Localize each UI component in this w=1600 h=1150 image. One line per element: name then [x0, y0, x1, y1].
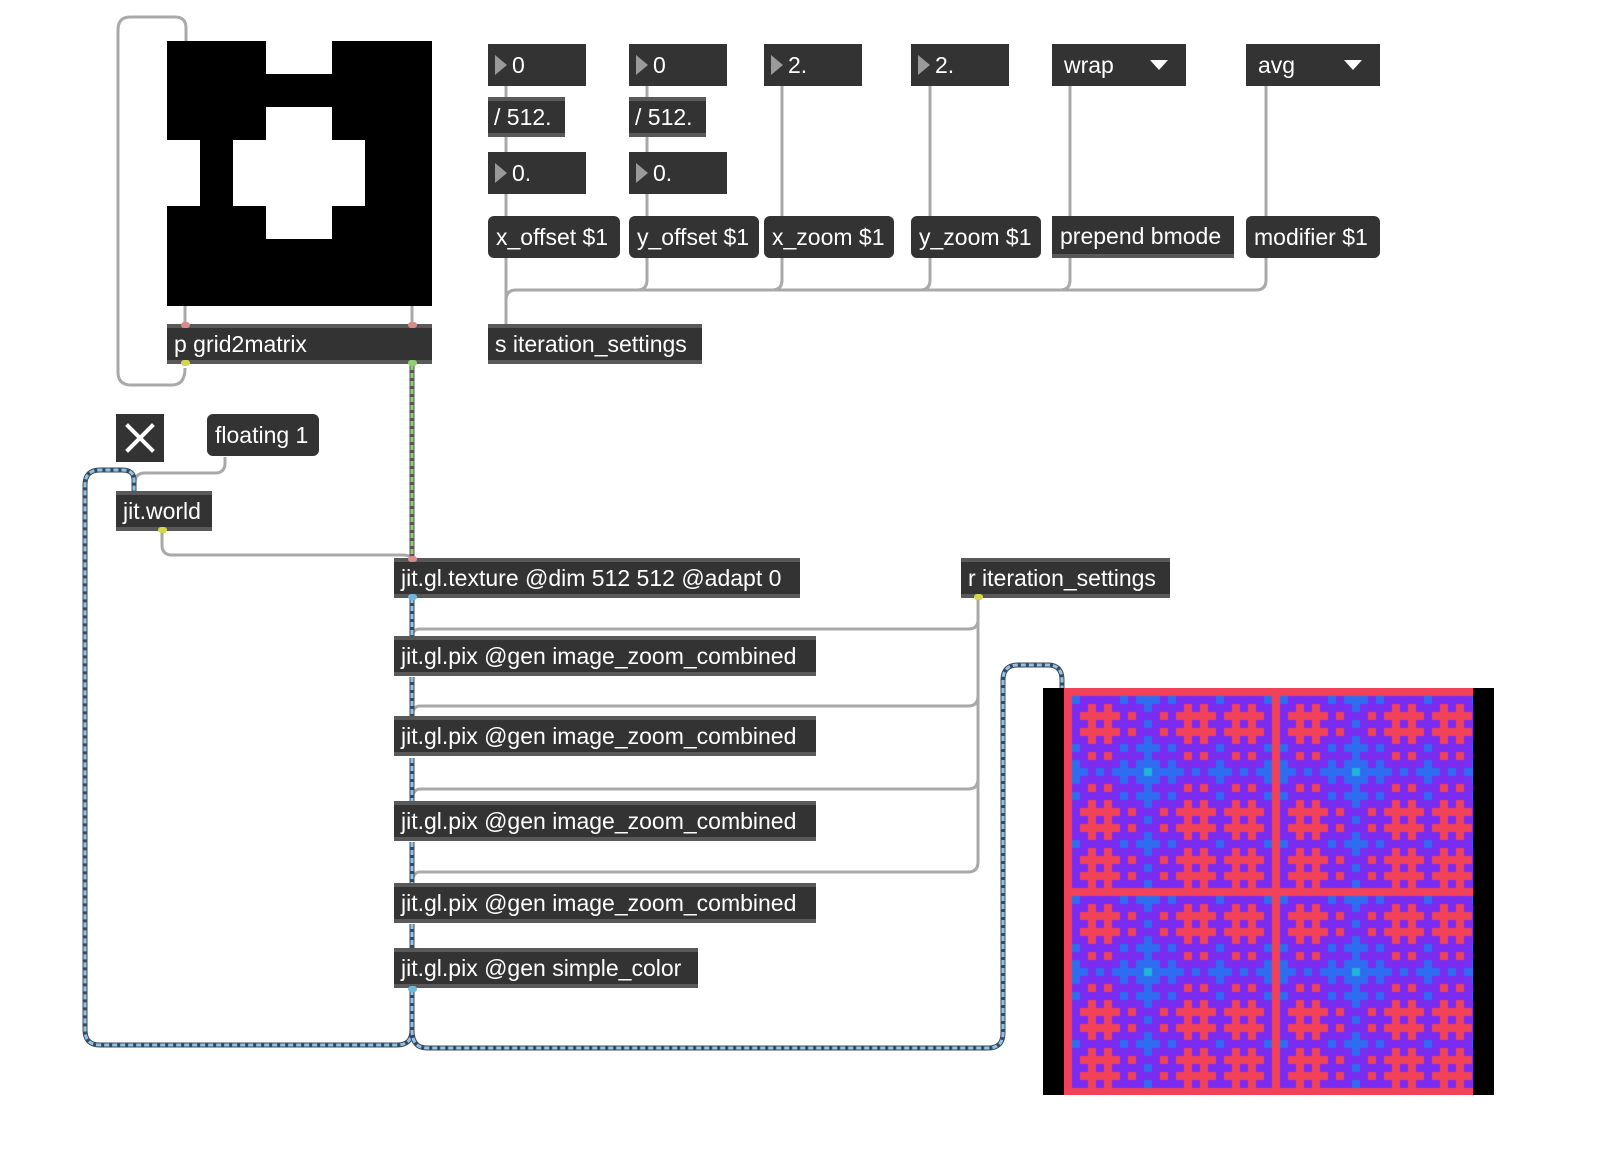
y-offset-number-out[interactable]: 0. [629, 152, 727, 194]
grid-cell [266, 41, 332, 74]
cord-floating-world [133, 457, 227, 493]
number-value: 0. [512, 160, 532, 186]
object-label: / 512. [635, 104, 693, 130]
modifier-menu[interactable]: avg [1246, 44, 1380, 86]
triangle-right-icon [495, 163, 507, 183]
number-value: 0 [653, 52, 666, 78]
receive-iteration-settings[interactable]: r iteration_settings [961, 558, 1170, 598]
x-zoom-number[interactable]: 2. [764, 44, 862, 86]
outlet[interactable] [408, 986, 417, 992]
y-zoom-number[interactable]: 2. [911, 44, 1009, 86]
object-label: s iteration_settings [495, 331, 687, 357]
close-toggle[interactable] [116, 414, 164, 462]
jit-world-object[interactable]: jit.world [116, 491, 212, 531]
menu-value: avg [1258, 52, 1296, 78]
y-offset-number-in[interactable]: 0 [629, 44, 727, 86]
object-label: jit.gl.pix @gen image_zoom_combined [401, 890, 797, 916]
cord-receive-pix1 [410, 598, 980, 639]
triangle-right-icon [771, 55, 783, 75]
modifier-message[interactable]: modifier $1 [1246, 216, 1380, 258]
outlet[interactable] [408, 594, 417, 600]
inlet[interactable] [181, 322, 190, 328]
y-offset-message[interactable]: y_offset $1 [629, 216, 759, 258]
object-label: jit.gl.pix @gen simple_color [401, 955, 682, 981]
number-value: 2. [788, 52, 808, 78]
triangle-right-icon [636, 55, 648, 75]
outlet[interactable] [974, 594, 983, 600]
triangle-right-icon [636, 163, 648, 183]
jit-gl-pix-simple-color[interactable]: jit.gl.pix @gen simple_color [394, 948, 698, 988]
chevron-down-icon [1344, 60, 1362, 70]
object-label: jit.gl.texture @dim 512 512 @adapt 0 [401, 565, 782, 591]
number-value: 2. [935, 52, 955, 78]
outlet[interactable] [158, 527, 167, 533]
cord-world-texture [160, 533, 414, 561]
floating-message[interactable]: floating 1 [207, 414, 319, 456]
x-offset-message[interactable]: x_offset $1 [488, 216, 620, 258]
grid2matrix-label: p grid2matrix [174, 331, 307, 357]
object-label: jit.gl.pix @gen image_zoom_combined [401, 643, 797, 669]
fractal-output-image [1064, 688, 1473, 1095]
number-value: 0 [512, 52, 525, 78]
cord-msgs-to-send [504, 258, 1268, 327]
triangle-right-icon [495, 55, 507, 75]
object-label: / 512. [494, 104, 552, 130]
triangle-right-icon [918, 55, 930, 75]
grid-matrix-display[interactable] [167, 41, 432, 306]
close-x-icon [125, 423, 155, 453]
object-label: r iteration_settings [968, 565, 1156, 591]
object-label: jit.gl.pix @gen image_zoom_combined [401, 723, 797, 749]
y-zoom-message[interactable]: y_zoom $1 [911, 216, 1041, 258]
divide-x-object[interactable]: / 512. [488, 97, 565, 137]
bmode-menu[interactable]: wrap [1052, 44, 1186, 86]
jit-gl-texture-object[interactable]: jit.gl.texture @dim 512 512 @adapt 0 [394, 558, 800, 598]
outlet[interactable] [408, 360, 417, 366]
send-iteration-settings[interactable]: s iteration_settings [488, 324, 702, 364]
jit-gl-pix-zoom-1[interactable]: jit.gl.pix @gen image_zoom_combined [394, 636, 816, 676]
inlet[interactable] [408, 556, 417, 562]
outlet[interactable] [181, 360, 190, 366]
jit-pwindow-render-view[interactable] [1043, 688, 1494, 1095]
grid-cell [167, 140, 200, 206]
object-label: jit.world [123, 498, 201, 524]
grid2matrix-subpatch[interactable]: p grid2matrix [167, 324, 432, 364]
grid-cell [233, 140, 365, 206]
inlet[interactable] [408, 322, 417, 328]
jit-gl-pix-zoom-4[interactable]: jit.gl.pix @gen image_zoom_combined [394, 883, 816, 923]
jit-gl-pix-zoom-2[interactable]: jit.gl.pix @gen image_zoom_combined [394, 716, 816, 756]
menu-value: wrap [1064, 52, 1114, 78]
x-offset-number-in[interactable]: 0 [488, 44, 586, 86]
prepend-bmode-object[interactable]: prepend bmode [1052, 216, 1234, 258]
chevron-down-icon [1150, 60, 1168, 70]
x-zoom-message[interactable]: x_zoom $1 [764, 216, 894, 258]
number-value: 0. [653, 160, 673, 186]
object-label: jit.gl.pix @gen image_zoom_combined [401, 808, 797, 834]
jit-gl-pix-zoom-3[interactable]: jit.gl.pix @gen image_zoom_combined [394, 801, 816, 841]
x-offset-number-out[interactable]: 0. [488, 152, 586, 194]
cord-grid-feedback [116, 15, 188, 387]
divide-y-object[interactable]: / 512. [629, 97, 706, 137]
